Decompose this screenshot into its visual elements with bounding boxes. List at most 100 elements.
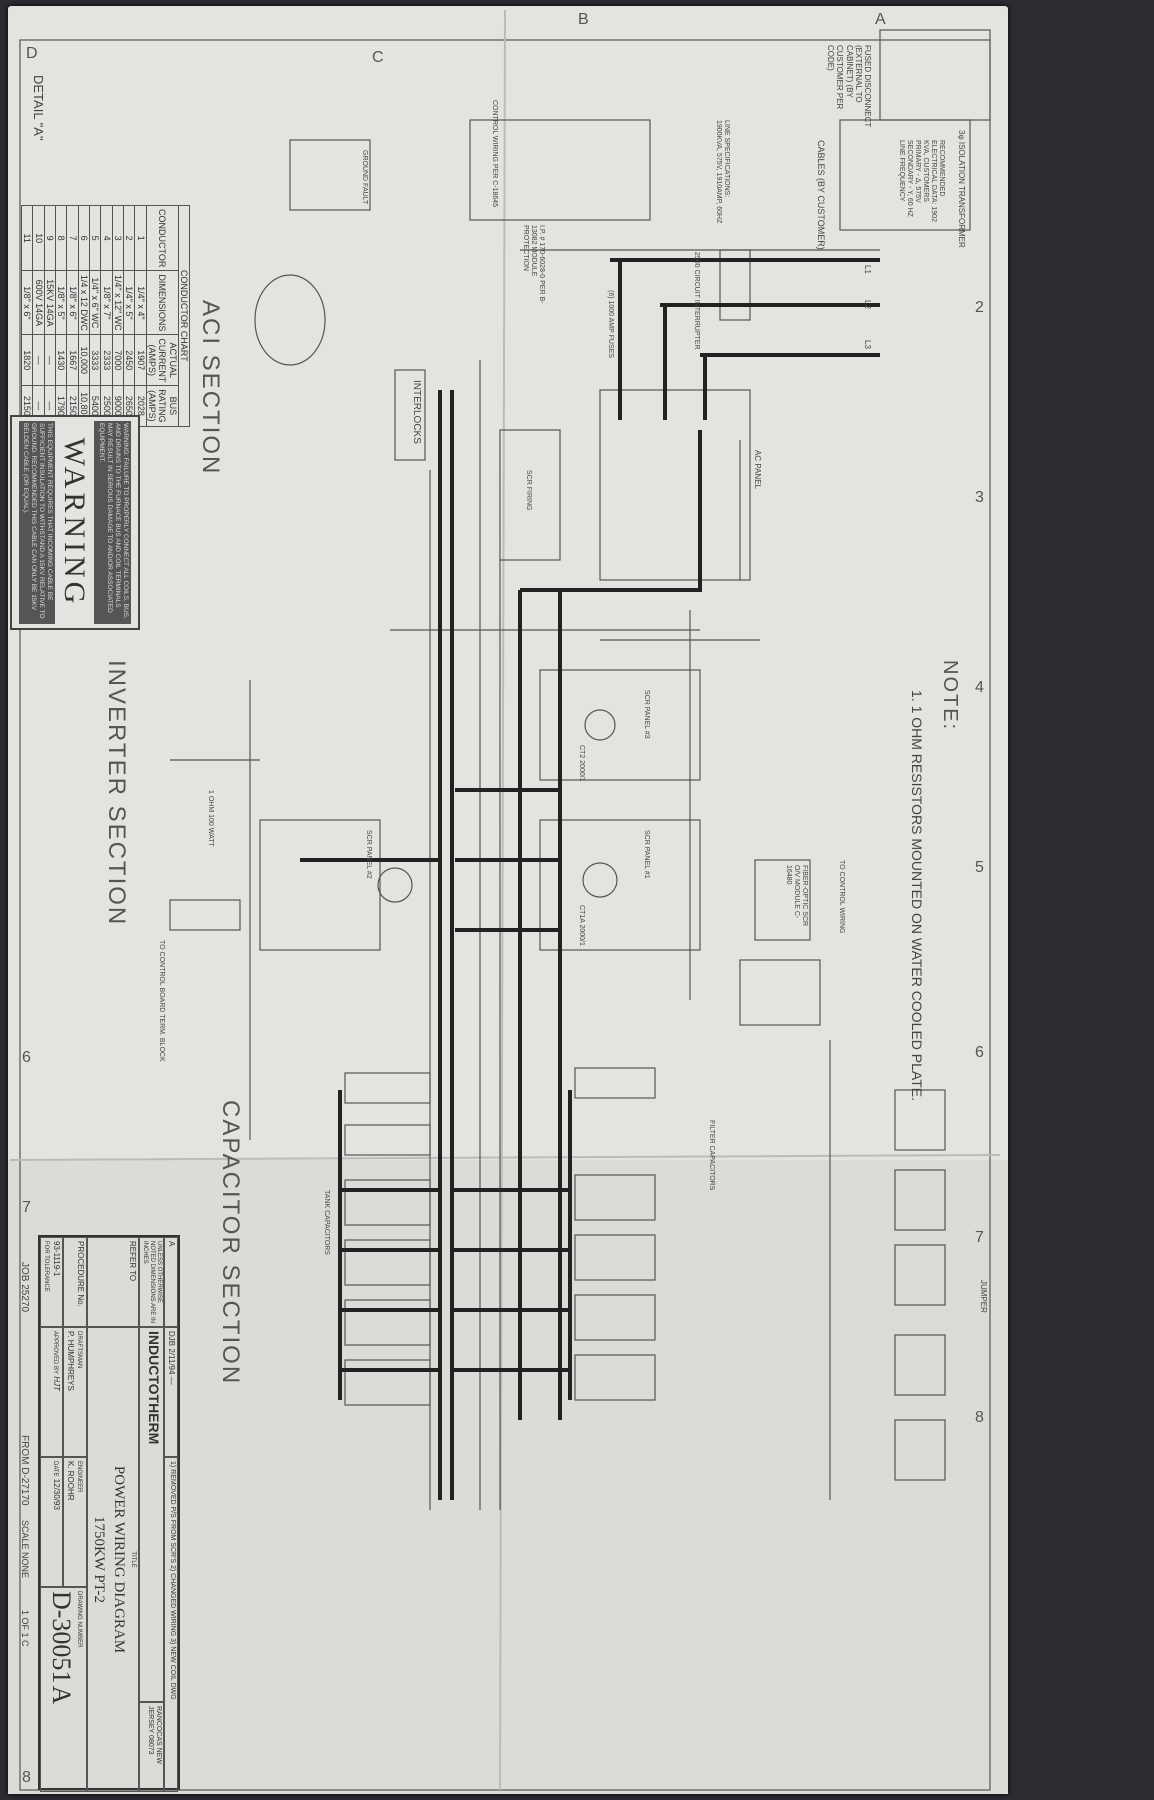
ground-fault-module [289,139,371,211]
date-label: DATE [52,1461,59,1477]
aci-section-label: ACI SECTION [197,300,224,476]
zone-number-2: 2 [975,299,984,316]
zone-letter-c: C [372,49,384,66]
ct2-label: CT2 2000/1 [578,745,585,782]
tolerance-note: UNLESS OTHERWISE NOTED DIMENSIONS ARE IN… [138,1237,165,1327]
job-number: JOB 25270 [19,1262,30,1313]
fiber-optic-label: FIBER-OPTIC SCR O/V MODULE C-16480 [784,865,808,927]
conductor-cell: — [44,334,56,386]
conductor-cell: 2333 [100,334,113,386]
detail-a-label: DETAIL "A" [31,75,46,141]
title-block: A DJB 2/11/94 — 1) REMOVED P/S FROM SCR'… [37,1235,180,1792]
scr-panel-3 [539,669,701,781]
ground-fault-label: GROUND FAULT [361,150,368,205]
drawing-number: D-30051 [46,1591,76,1684]
power-bus-bars [300,258,880,1500]
current-transformer-ct1 [377,867,413,903]
conductor-cell: 10,000 [78,334,90,386]
conductor-cell: 1820 [21,334,33,386]
conductor-chart: CONDUCTOR CHART CONDUCTOR DIMENSIONS ACT… [20,205,190,427]
interlocks-label: INTERLOCKS [411,380,422,444]
procedure-label: PROCEDURE No. [63,1237,88,1327]
zone-number-7: 7 [975,1229,984,1246]
conductor-cell: 6 [78,205,90,271]
interlocks-box [394,369,426,461]
warning-text-1: WARNING: FAILURE TO PROPERLY CONNECT ALL… [94,421,131,624]
conductor-cell: 2450 [123,334,135,386]
conductor-cell: 8 [55,205,67,271]
engineer-name: K. ROOHR [65,1461,75,1501]
fused-disconnect [879,29,991,121]
revision-description: 1) REMOVED P/S FROM SCR'S 2) CHANGED WIR… [164,1457,178,1792]
zone-number-6-left: 6 [22,1049,31,1066]
conductor-chart-title: CONDUCTOR CHART [178,205,190,427]
zone-number-5: 5 [975,859,984,876]
fuses-label: (6) 1000 AMP FUSES [607,290,614,358]
jumper-blocks [894,1089,946,1481]
note-text: 1. 1 OHM RESISTORS MOUNTED ON WATER COOL… [909,690,925,1101]
date-drawn: 12/30/93 [52,1478,62,1510]
drawing-number-label: DRAWING NUMBER [76,1591,83,1648]
conductor-cell: 1907 [134,334,147,386]
conductor-cell: 1 [134,205,147,271]
conductor-cell: 7000 [112,334,124,386]
conductor-cell: 1/4" x 6" WC [89,270,101,335]
drawing-title: POWER WIRING DIAGRAM [110,1465,127,1654]
conductor-cell: 3 [112,205,124,271]
refer-to: REFER TO [87,1237,139,1327]
approved-label: APPROVED BY [52,1331,59,1375]
conductor-cell: 2 [123,205,135,271]
control-wiring-block [469,119,651,221]
current-transformer-ct2 [584,709,616,741]
conductor-cell: 9 [44,205,56,271]
conductor-cell: 1/4 x 12 DWC [78,270,90,335]
conductor-cell: 1/4" x 4" [134,270,147,335]
zone-number-8-left: 8 [22,1769,31,1786]
drawing-subtitle: 1750KW PT-2 [91,1515,108,1604]
conductor-cell: — [32,334,45,386]
col-header: BUS RATING (AMPS) [146,385,179,427]
sheet-number: 1 OF 1 [20,1610,30,1638]
scr-panel-2 [259,819,381,951]
gate-board [739,959,821,1026]
cables-label: CABLES (BY CUSTOMER) [816,140,826,250]
note-heading: NOTE: [939,660,961,732]
isolation-transformer [839,119,971,231]
warning-heading: WARNING [58,437,92,608]
draftsman-name: P. HUMPHREYS [65,1331,75,1391]
current-transformer-ct1a [582,862,618,898]
warning-text-2: THIS EQUIPMENT REQUIRES THAT INCOMING CA… [19,421,56,624]
class-code: C [20,1640,30,1647]
conductor-cell: 1/8" x 6" [66,270,79,335]
fused-disconnect-label: FUSED DISCONNECT (EXTERNAL TO CABINET) (… [826,45,872,128]
transformer-label: 3φ ISOLATION TRANSFORMER [957,130,966,248]
phase-l2: L2 [863,300,872,309]
col-header: DIMENSIONS [146,270,179,335]
fold-line [499,9,506,1791]
scale: SCALE NONE [20,1520,30,1578]
zone-number-7-left: 7 [22,1199,31,1216]
control-wiring-label: CONTROL WIRING PER C-18645 [491,100,498,208]
resistor-note: 1 OHM 100 WATT [207,790,214,847]
warning-box: WARNING: FAILURE TO PROPERLY CONNECT ALL… [10,415,140,630]
for-tolerance: FOR TOLERANCE [42,1241,49,1292]
to-control-board-label: TO CONTROL BOARD TERM. BLOCK [158,940,165,1062]
conductor-cell: 1/4" x 5" [123,270,135,335]
phase-l3: L3 [863,340,872,349]
zone-number-4: 4 [975,679,984,696]
rev-letter: A [164,1237,178,1327]
conductor-cell: 5 [89,205,101,271]
zone-letter-d: D [26,45,38,62]
scr-module-label: I.P. # 170-6028-0 PER B-13082 MODULE PRO… [521,225,545,304]
filter-capacitors-label: FILTER CAPACITORS [708,1120,715,1191]
engineer-label: ENGINEER [76,1461,83,1493]
fold-line [9,1154,1001,1161]
scr-firing-board [499,429,561,561]
conductor-cell: 15KV 14GA [44,270,56,335]
